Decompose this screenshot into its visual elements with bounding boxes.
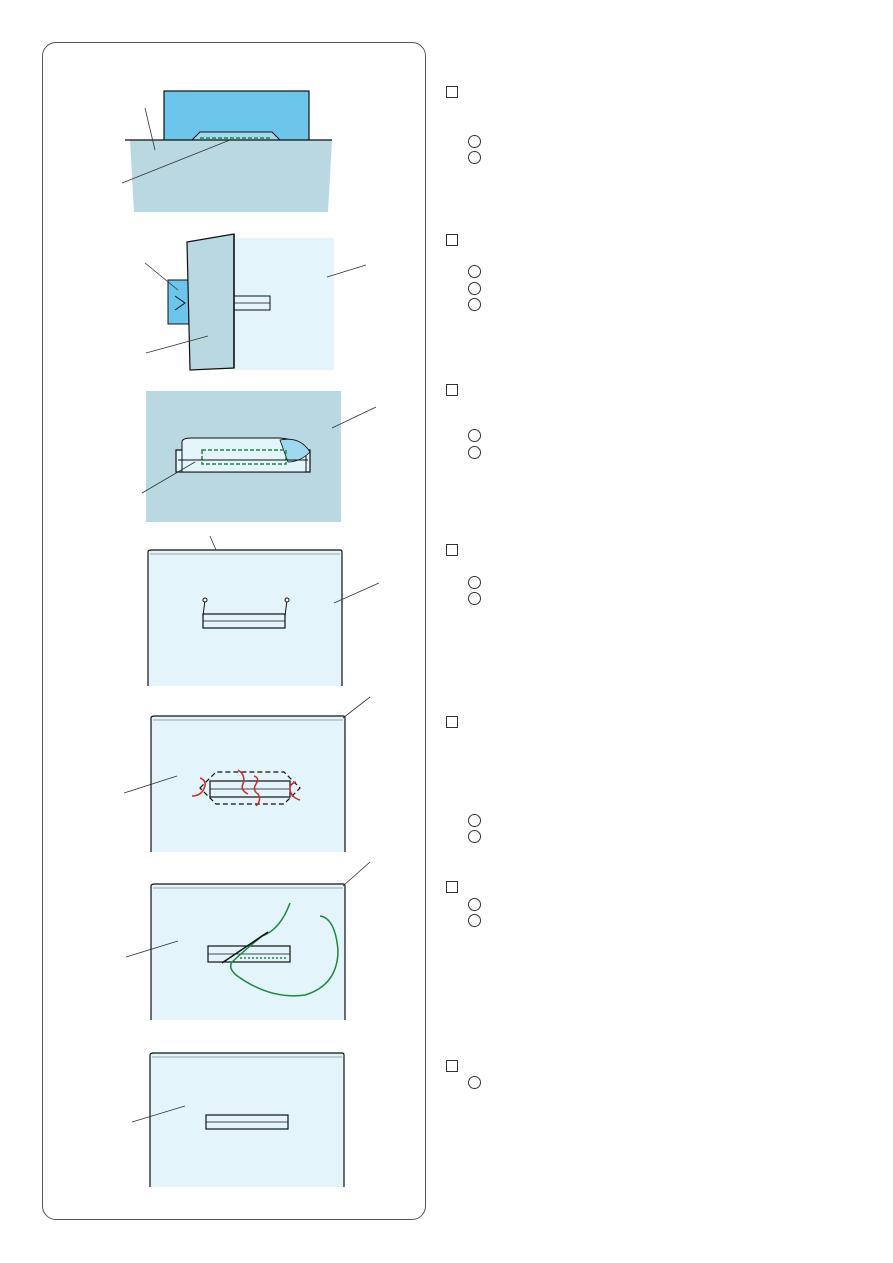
step-1-marker-a	[468, 135, 481, 148]
step-4-marker-a	[468, 576, 481, 589]
step-6-marker-a	[468, 898, 481, 911]
step-3-box	[446, 384, 458, 396]
step-7-box	[446, 1060, 458, 1072]
step-2-marker-b	[468, 282, 481, 295]
step-5-marker-b	[468, 830, 481, 843]
step-3-marker-b	[468, 446, 481, 459]
step-1-box	[446, 86, 458, 98]
step-3-marker-a	[468, 429, 481, 442]
step-2-marker-a	[468, 265, 481, 278]
step-2-box	[446, 234, 458, 246]
step-1-marker-b	[468, 151, 481, 164]
step-4-marker-b	[468, 592, 481, 605]
step-4-box	[446, 544, 458, 556]
step-6-marker-b	[468, 914, 481, 927]
step-2-marker-c	[468, 298, 481, 311]
step-7-marker-a	[468, 1076, 481, 1089]
step-5-box	[446, 716, 458, 728]
step-6-box	[446, 881, 458, 893]
step-5-marker-a	[468, 814, 481, 827]
